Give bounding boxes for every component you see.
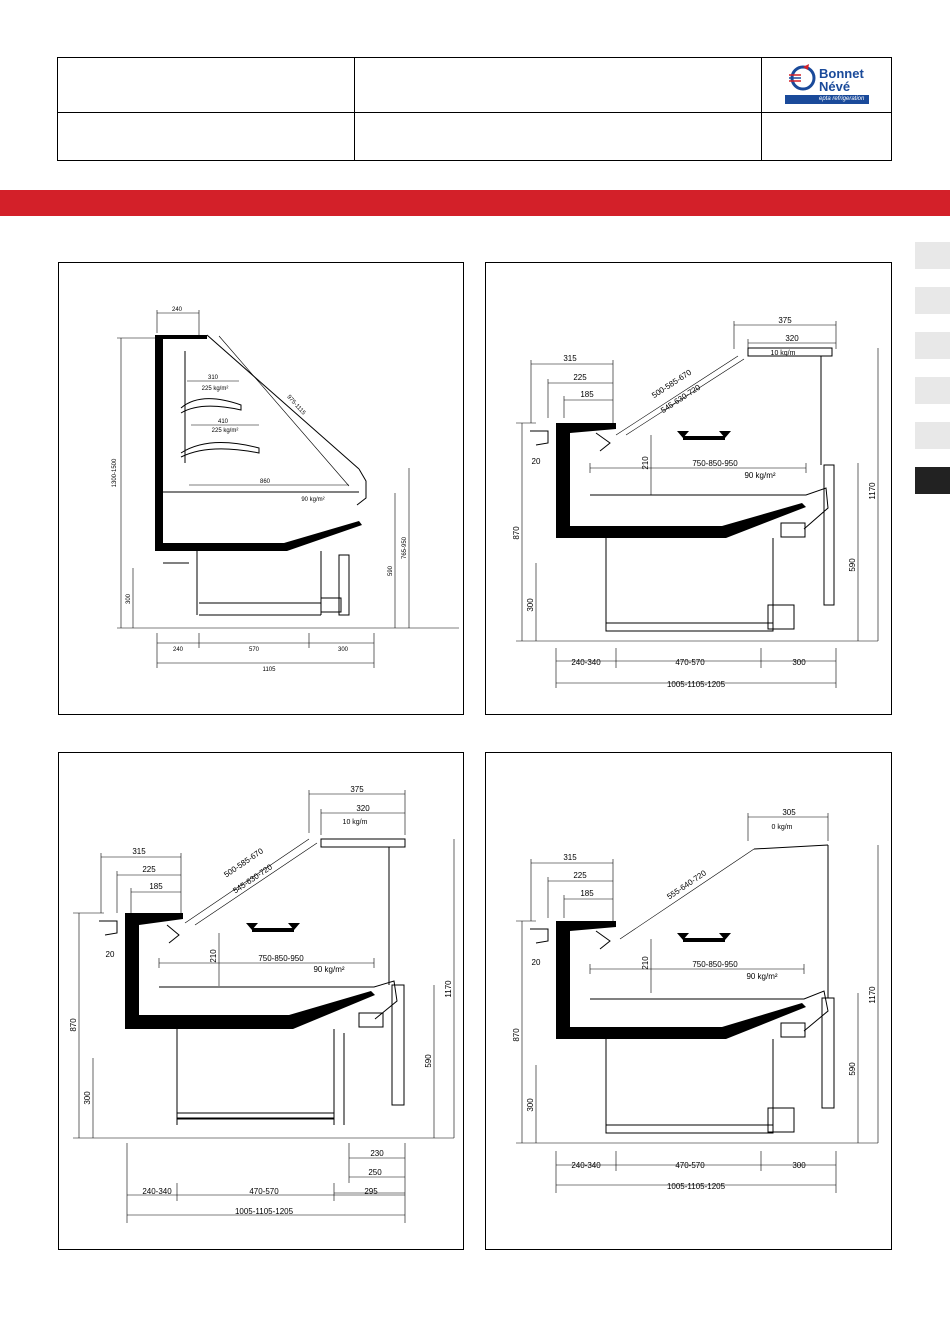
dim-base-1: 240-340: [571, 1161, 601, 1170]
dim-315: 315: [132, 847, 146, 856]
dim-225: 225: [142, 865, 156, 874]
dim-300: 300: [83, 1091, 92, 1105]
header-divider: [58, 112, 891, 113]
logo-tagline: epta refrigeration: [819, 96, 865, 102]
dim-deck-width: 860: [260, 479, 271, 485]
cabinet-drawing-2: 375 320 10 kg/m 315 225 185 500-585-670 …: [512, 316, 879, 689]
dim-base-3: 300: [792, 658, 806, 667]
dim-base-total: 1005-1105-1205: [667, 1182, 726, 1191]
dim-base-1: 240: [173, 647, 184, 653]
deck-load: 90 kg/m²: [746, 972, 777, 981]
dim-base-1: 240-340: [142, 1187, 172, 1196]
dim-1170: 1170: [868, 986, 877, 1004]
header-table: [57, 57, 892, 161]
dim-870: 870: [512, 1028, 521, 1042]
section-tab-2[interactable]: [915, 287, 950, 314]
cabinet-drawing-1: 240 1300-1500 975-1115 310 225 kg/m² 410…: [112, 307, 459, 673]
dim-base-total: 1105: [263, 667, 277, 673]
dim-total-height: 1300-1500: [112, 458, 118, 487]
drawing-panel-4: 305 0 kg/m 315 225 185 555-640-720 210 7…: [485, 752, 892, 1250]
dim-shelf2-width: 410: [218, 419, 229, 425]
dim-185: 185: [580, 390, 594, 399]
dim-top-width: 240: [172, 307, 183, 313]
logo-swirl-icon: [789, 64, 816, 91]
dim-185: 185: [580, 889, 594, 898]
dim-front-height: 765-950: [402, 536, 408, 559]
section-tab-6-active[interactable]: [915, 467, 950, 494]
logo-tagline-bar: epta refrigeration: [785, 95, 869, 104]
dim-590: 590: [424, 1054, 433, 1068]
dim-deck-width: 750-850-950: [692, 459, 738, 468]
dim-20: 20: [532, 457, 541, 466]
dim-870: 870: [512, 526, 521, 540]
section-tab-5[interactable]: [915, 422, 950, 449]
deck-load: 90 kg/m²: [301, 497, 324, 503]
dim-base-total: 1005-1105-1205: [235, 1207, 294, 1216]
dim-300: 300: [126, 593, 132, 604]
shelf2-load: 225 kg/m²: [212, 428, 239, 434]
deck-load: 90 kg/m²: [744, 471, 775, 480]
dim-deck-width: 750-850-950: [258, 954, 304, 963]
deck-load: 90 kg/m²: [313, 965, 344, 974]
top-load: 10 kg/m: [771, 350, 796, 357]
dim-base-2: 470-570: [249, 1187, 279, 1196]
drawing-panel-3: 375 320 10 kg/m 315 225 185 500-585-670 …: [58, 752, 464, 1250]
dim-185: 185: [149, 882, 163, 891]
dim-base-2: 470-570: [675, 1161, 705, 1170]
dim-base-2: 470-570: [675, 658, 705, 667]
dim-590: 590: [848, 1062, 857, 1076]
dim-20: 20: [532, 958, 541, 967]
header-divider: [354, 58, 355, 160]
dim-590: 590: [388, 565, 394, 576]
dim-590: 590: [848, 558, 857, 572]
section-tab-1[interactable]: [915, 242, 950, 269]
dim-top-outer: 375: [778, 316, 792, 325]
dim-225: 225: [573, 871, 587, 880]
dim-210: 210: [209, 949, 218, 963]
dim-top-outer: 375: [350, 785, 364, 794]
dim-base-3: 300: [792, 1161, 806, 1170]
dim-300: 300: [526, 1098, 535, 1112]
dim-20: 20: [106, 950, 115, 959]
dim-210: 210: [641, 956, 650, 970]
cabinet-drawing-3: 375 320 10 kg/m 315 225 185 500-585-670 …: [69, 785, 455, 1223]
dim-1170: 1170: [868, 482, 877, 500]
dim-top-inner: 320: [785, 334, 799, 343]
dim-base-total: 1005-1105-1205: [667, 680, 726, 689]
dim-250: 250: [368, 1168, 382, 1177]
dim-base-2: 570: [249, 647, 260, 653]
dim-1170: 1170: [444, 980, 453, 998]
dim-210: 210: [641, 456, 650, 470]
dim-base-3: 300: [338, 647, 349, 653]
dim-295: 295: [364, 1187, 378, 1196]
bonnet-neve-logo: Bonnet Névé epta refrigeration: [785, 63, 869, 105]
dim-315: 315: [563, 853, 577, 862]
dim-300: 300: [526, 598, 535, 612]
drawing-panel-1: 240 1300-1500 975-1115 310 225 kg/m² 410…: [58, 262, 464, 715]
dim-shelf1-width: 310: [208, 375, 219, 381]
dim-870: 870: [69, 1018, 78, 1032]
dim-230: 230: [370, 1149, 384, 1158]
section-tab-3[interactable]: [915, 332, 950, 359]
shelf1-load: 225 kg/m²: [202, 386, 229, 392]
cabinet-drawing-4: 305 0 kg/m 315 225 185 555-640-720 210 7…: [512, 808, 879, 1193]
logo-line-1: Bonnet: [819, 66, 864, 81]
top-load: 0 kg/m: [771, 824, 792, 831]
dim-top-outer: 305: [782, 808, 796, 817]
dim-315: 315: [563, 354, 577, 363]
dim-225: 225: [573, 373, 587, 382]
dim-deck-width: 750-850-950: [692, 960, 738, 969]
dim-top-inner: 320: [356, 804, 370, 813]
header-divider: [761, 58, 762, 160]
dim-diagonal: 555-640-720: [665, 868, 708, 901]
logo-line-2: Névé: [819, 79, 851, 94]
top-load: 10 kg/m: [343, 819, 368, 826]
dim-base-1: 240-340: [571, 658, 601, 667]
drawing-panel-2: 375 320 10 kg/m 315 225 185 500-585-670 …: [485, 262, 892, 715]
section-band: [0, 190, 950, 216]
section-tab-4[interactable]: [915, 377, 950, 404]
